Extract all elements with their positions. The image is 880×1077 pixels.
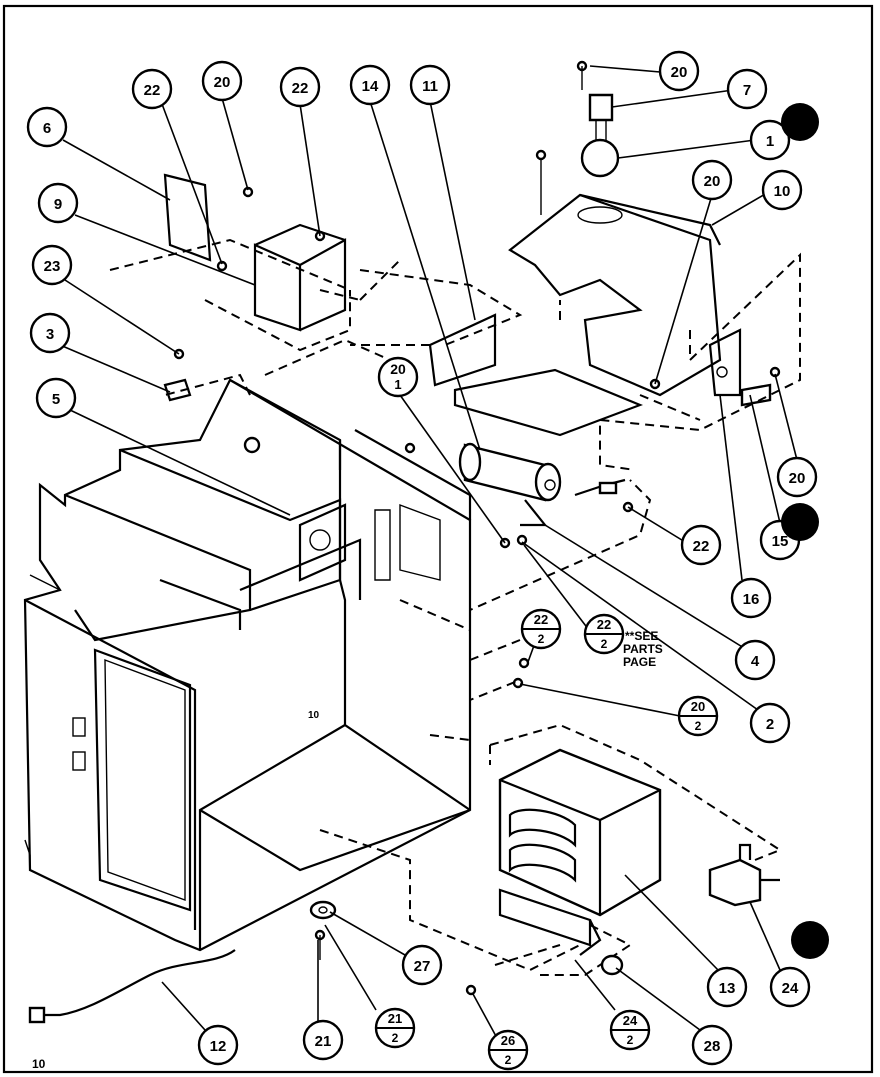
callout-5: 5 <box>35 377 77 419</box>
svg-text:13: 13 <box>719 980 736 997</box>
callout-20-1: 20 1 <box>377 356 419 398</box>
svg-text:2: 2 <box>392 1031 399 1045</box>
svg-text:2: 2 <box>766 716 774 733</box>
callout-23: 23 <box>31 244 73 286</box>
callout-10: 10 <box>761 169 803 211</box>
lamp-cover-assembly <box>508 60 801 471</box>
svg-text:26: 26 <box>501 1033 515 1048</box>
callout-9: 9 <box>37 182 79 224</box>
svg-text:22: 22 <box>534 612 548 627</box>
callout-11: 11 <box>409 64 451 106</box>
callout-21: 21 <box>302 1019 344 1061</box>
svg-text:20: 20 <box>691 699 705 714</box>
callout-24: 24 <box>769 966 811 1008</box>
callout-20-left: 20 <box>201 60 243 102</box>
callout-20-right: 20 <box>691 159 733 201</box>
bullet-marker-24 <box>791 921 829 959</box>
svg-text:20: 20 <box>704 173 721 190</box>
callout-22-over-2-b: 22 2 <box>583 613 625 655</box>
callout-26-over-2: 26 2 <box>487 1029 529 1071</box>
svg-text:14: 14 <box>362 78 379 95</box>
callout-22-left: 22 <box>131 68 173 110</box>
callout-13: 13 <box>706 966 748 1008</box>
svg-text:22: 22 <box>144 82 161 99</box>
callout-3: 3 <box>29 312 71 354</box>
callout-7: 7 <box>726 68 768 110</box>
callout-16: 16 <box>730 577 772 619</box>
svg-text:22: 22 <box>292 80 309 97</box>
leader-lines <box>59 65 798 1039</box>
callout-22-mid: 22 <box>279 66 321 108</box>
svg-text:PARTS: PARTS <box>623 642 663 656</box>
center-screws <box>163 338 652 742</box>
callout-2: 2 <box>749 702 791 744</box>
svg-text:3: 3 <box>46 326 54 343</box>
svg-text:10: 10 <box>774 183 791 200</box>
callout-24-over-2: 24 2 <box>609 1009 651 1051</box>
svg-text:2: 2 <box>695 719 702 733</box>
svg-text:9: 9 <box>54 196 62 213</box>
callout-1: 1 <box>749 119 791 161</box>
svg-text:27: 27 <box>414 958 431 975</box>
callout-6: 6 <box>26 106 68 148</box>
svg-text:20: 20 <box>214 74 231 91</box>
svg-text:PAGE: PAGE <box>623 655 656 669</box>
callout-20-far-right: 20 <box>776 456 818 498</box>
svg-text:4: 4 <box>751 653 760 670</box>
svg-text:20: 20 <box>390 361 406 377</box>
svg-text:7: 7 <box>743 82 751 99</box>
svg-text:21: 21 <box>388 1011 402 1026</box>
svg-text:23: 23 <box>44 258 61 275</box>
transformer <box>319 723 783 976</box>
capacitor <box>458 442 562 527</box>
svg-text:15: 15 <box>772 533 789 550</box>
bracket-assembly <box>109 173 361 352</box>
svg-text:1: 1 <box>766 133 774 150</box>
svg-text:2: 2 <box>538 632 545 646</box>
svg-text:6: 6 <box>43 120 51 137</box>
svg-text:12: 12 <box>210 1038 227 1055</box>
svg-text:24: 24 <box>623 1013 638 1028</box>
callout-14: 14 <box>349 64 391 106</box>
svg-text:2: 2 <box>627 1033 634 1047</box>
svg-text:2: 2 <box>505 1053 512 1067</box>
svg-text:20: 20 <box>789 470 806 487</box>
callout-21-over-2: 21 2 <box>374 1007 416 1049</box>
callout-22-over-2-a: 22 2 <box>520 608 562 650</box>
cord-plug <box>28 1006 46 1024</box>
svg-text:5: 5 <box>52 391 60 408</box>
svg-text:28: 28 <box>704 1038 721 1055</box>
bullet-marker-15 <box>781 503 819 541</box>
bullet-marker-1 <box>781 103 819 141</box>
center-bracket <box>350 259 644 437</box>
callout-27: 27 <box>401 944 443 986</box>
callout-4: 4 <box>734 639 776 681</box>
callout-28: 28 <box>691 1024 733 1066</box>
svg-text:11: 11 <box>422 78 438 95</box>
inner-part-mark: 10 <box>308 710 320 721</box>
svg-text:20: 20 <box>671 64 688 81</box>
svg-text:21: 21 <box>315 1033 332 1050</box>
svg-text:1: 1 <box>394 377 401 392</box>
svg-text:22: 22 <box>597 617 611 632</box>
callout-20-top: 20 <box>658 50 700 92</box>
callout-22-right: 22 <box>680 524 722 566</box>
cabinet-frame <box>23 378 472 952</box>
callout-20-over-2: 20 2 <box>677 695 719 737</box>
svg-text:2: 2 <box>601 637 608 651</box>
svg-text:16: 16 <box>743 591 760 608</box>
page-number: 10 <box>32 1057 46 1071</box>
see-parts-page-note: **SEE PARTS PAGE <box>623 629 663 669</box>
svg-text:24: 24 <box>782 980 799 997</box>
power-cord <box>42 949 236 1017</box>
svg-text:**SEE: **SEE <box>625 629 658 643</box>
callout-12: 12 <box>197 1024 239 1066</box>
svg-text:22: 22 <box>693 538 710 555</box>
thermal-switch <box>708 843 780 907</box>
page-border <box>2 4 874 1074</box>
